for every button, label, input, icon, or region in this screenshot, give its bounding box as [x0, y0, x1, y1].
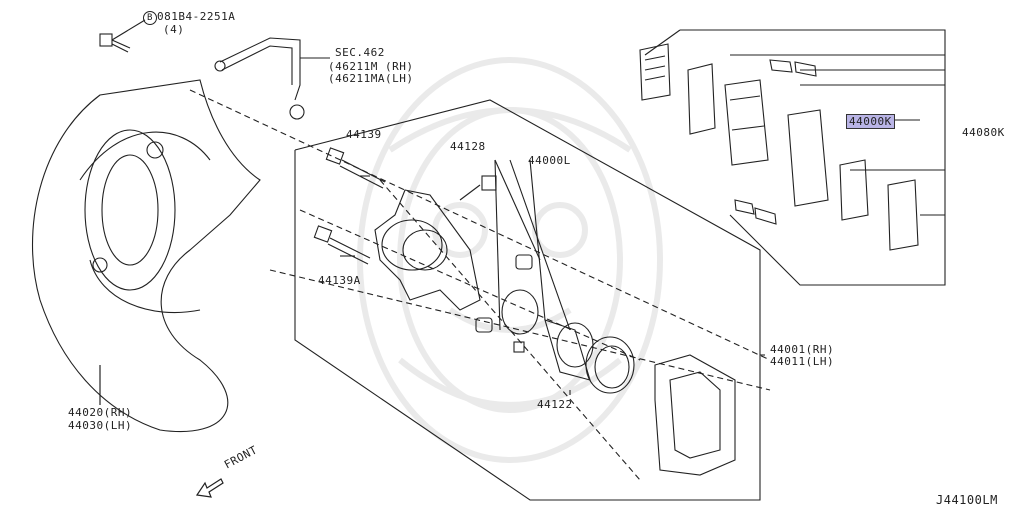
guide-pin-a-label: 44139A — [318, 274, 361, 287]
section-reference-label: SEC.462 — [335, 46, 385, 59]
mounting-bolt — [99, 19, 146, 53]
brake-pad-inner — [787, 109, 829, 207]
diagram-id-label: J44100LM — [936, 493, 998, 507]
caliper-lh-label: 44011(LH) — [770, 355, 835, 368]
caliper-piston — [544, 319, 635, 394]
bleeder-screw — [459, 175, 497, 201]
guide-pin-label: 44139 — [346, 128, 382, 141]
guide-pin-44139a — [313, 225, 371, 265]
guide-pin-44139 — [325, 147, 386, 189]
piston-label: 44122 — [537, 398, 573, 411]
caliper-group-outline — [294, 99, 761, 501]
bleeder-label: 44128 — [450, 140, 486, 153]
hose-lh-label: (46211MA(LH) — [328, 72, 414, 85]
splash-shield-plate — [31, 79, 261, 432]
caliper-support-bracket — [654, 354, 736, 476]
pad-kit-outline — [644, 29, 946, 286]
pad-set-label: 44080K — [962, 126, 1005, 139]
seal-kit-parts — [475, 254, 539, 353]
pad-shim-back — [887, 179, 919, 251]
front-arrow-icon — [195, 478, 224, 498]
seal-kit-leader-lines — [494, 159, 571, 331]
brake-pad-outer — [724, 79, 769, 166]
plate-lh-label: 44030(LH) — [68, 419, 133, 432]
bolt-quantity-label: (4) — [163, 23, 185, 36]
caliper-body — [374, 189, 481, 311]
hose-rh-label: (46211M (RH) — [328, 60, 414, 73]
pad-kit-label[interactable]: 44000K — [846, 114, 895, 129]
caliper-rh-label: 44001(RH) — [770, 343, 835, 356]
pad-shim-rear — [839, 159, 869, 221]
label-leader-lines — [99, 175, 765, 405]
anti-squeal-shim-inner — [687, 63, 716, 135]
seal-kit-label: 44000L — [528, 154, 571, 167]
watermark-emblem — [357, 57, 663, 463]
assembly-dash-lines — [189, 89, 771, 481]
anti-squeal-shim-outer — [639, 43, 671, 101]
bolt-circle-b-icon: B — [143, 11, 157, 25]
brake-hose — [214, 37, 330, 120]
pad-retainer-clips — [734, 59, 817, 225]
plate-rh-label: 44020(RH) — [68, 406, 133, 419]
